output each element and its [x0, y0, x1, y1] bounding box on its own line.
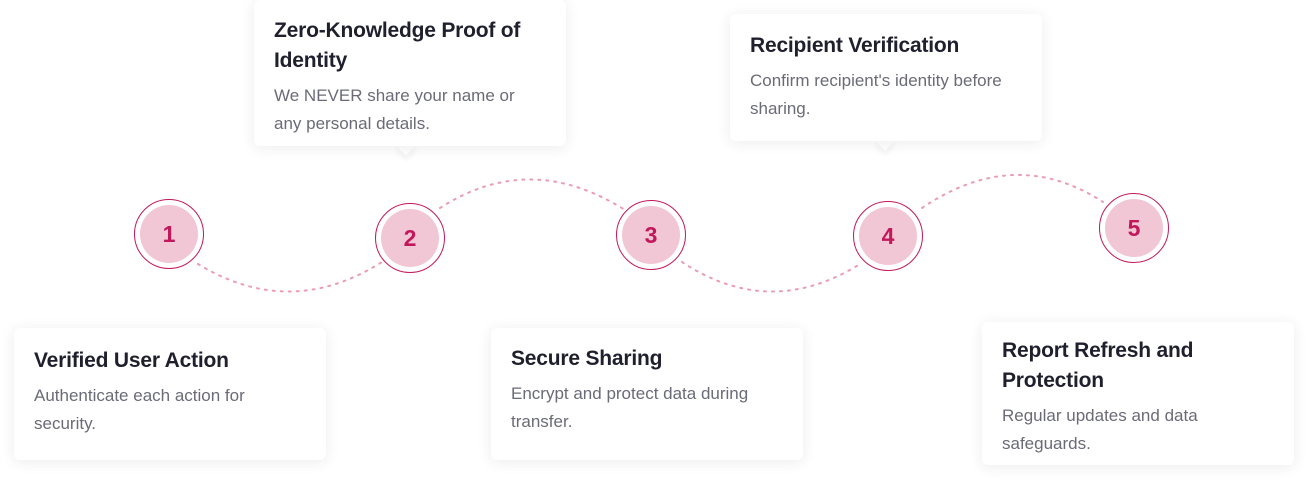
step-1-card: Verified User Action Authenticate each a…: [14, 328, 326, 460]
step-5-number: 5: [1105, 199, 1163, 257]
step-4-description: Confirm recipient's identity before shar…: [750, 71, 1002, 118]
step-4-title: Recipient Verification: [750, 34, 960, 57]
step-2-title: Zero-Knowledge Proof of Identity: [274, 19, 521, 72]
step-2-node: 2: [375, 203, 445, 273]
step-1-node: 1: [134, 199, 204, 269]
step-5-card: Report Refresh and Protection Regular up…: [982, 322, 1294, 465]
step-4-number: 4: [859, 207, 917, 265]
step-2-number: 2: [381, 209, 439, 267]
step-1-description: Authenticate each action for security.: [34, 386, 245, 433]
step-2-card: Zero-Knowledge Proof of Identity We NEVE…: [254, 0, 566, 146]
step-3-node: 3: [616, 200, 686, 270]
step-3-title: Secure Sharing: [511, 347, 663, 370]
step-1-number: 1: [140, 205, 198, 263]
step-3-card: Secure Sharing Encrypt and protect data …: [491, 328, 803, 460]
step-1-title: Verified User Action: [34, 349, 229, 372]
step-5-node: 5: [1099, 193, 1169, 263]
step-2-description: We NEVER share your name or any personal…: [274, 86, 515, 133]
step-3-description: Encrypt and protect data during transfer…: [511, 384, 749, 431]
step-5-description: Regular updates and data safeguards.: [1002, 406, 1198, 453]
step-3-number: 3: [622, 206, 680, 264]
step-5-title: Report Refresh and Protection: [1002, 339, 1194, 392]
step-4-node: 4: [853, 201, 923, 271]
step-4-card: Recipient Verification Confirm recipient…: [730, 14, 1042, 141]
